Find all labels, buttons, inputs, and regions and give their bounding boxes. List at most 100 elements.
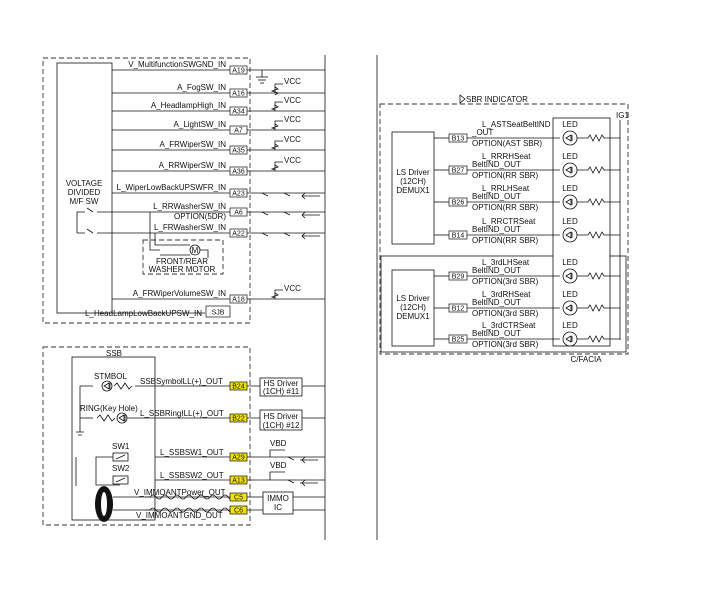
sbr-signal-3: L_RRLHSeat [482,184,530,193]
sbr-pin-5: B29 [452,274,465,281]
pin-a6: A6 [229,207,248,217]
washer-motor: M FRONT/REAR WASHER MOTOR [142,212,224,275]
stmbol-led: STMBOL [94,372,133,392]
ground-symbol [256,70,268,84]
signal-multifunction-gnd: V_MultifunctionSWGND_IN [128,60,226,69]
sbr-signal-suffix-6: BeltIND_OUT [472,298,521,307]
signal-fr-washer-sw: L_FRWasherSW_IN [154,223,226,232]
ssb-boundary [42,346,251,526]
sbr-signal-suffix-1: _OUT [471,128,493,137]
hs-driver-11: HS Driver (1CH) #11 [259,377,303,397]
led-label-1: LED [562,120,578,129]
led-label-5: LED [562,258,578,267]
vcc-pullup-2: VCC [270,96,301,111]
resistor-icon-2 [577,166,620,174]
signal-rr-wiper-sw: A_RRWiperSW_IN [159,161,227,170]
svg-text:IMMO: IMMO [267,494,289,503]
sbr-signal-5: L_3rdLHSeat [482,258,530,267]
resistor-icon-4 [577,231,620,239]
led-label-6: LED [562,290,578,299]
sbr-pin-3: B26 [452,200,465,207]
sbr-signal-suffix-3: BeltIND_OUT [472,192,521,201]
vbd-pullup-2: VBD [269,461,318,487]
signal-fr-wiper-sw: A_FRWiperSW_IN [159,140,226,149]
svg-text:DEMUX1: DEMUX1 [396,186,430,195]
driver-arrows-top [261,192,320,240]
svg-text:IC: IC [274,503,282,512]
sbr-signal-suffix-7: BeltIND_OUT [472,329,521,338]
pin-c5: C5 [229,492,248,502]
led-label-2: LED [562,152,578,161]
led-label-4: LED [562,217,578,226]
motor-symbol: M [192,246,199,255]
svg-text:C5: C5 [234,495,243,502]
resistor-icon-3 [577,198,620,206]
pin-b22: B22 [229,413,248,423]
module-label-line2: DIVIDED [68,188,101,197]
module-label-line1: VOLTAGE [66,179,103,188]
signal-light-sw: A_LightSW_IN [174,120,227,129]
signal-immo-power: V_IMMOANTPower_OUT [134,488,226,497]
facia-label: C/FACIA [570,355,602,364]
sbr-signal-2: L_RRRHSeat [482,152,531,161]
sbr-option-3: OPTION(RR SBR) [472,203,539,212]
signal-fog-sw: A_FogSW_IN [177,83,226,92]
pin-b24: B24 [229,381,248,391]
immo-ic: IMMO IC [262,491,294,515]
pin-c6: C6 [229,505,248,515]
svg-text:VCC: VCC [284,115,301,124]
svg-text:VBD: VBD [270,439,287,448]
sbr-arrow-icon [459,94,466,104]
resistor-icon-7 [577,335,620,343]
svg-text:A13: A13 [232,478,245,485]
signal-rr-washer-sw: L_RRWasherSW_IN [153,202,226,211]
pin-a18: A18 [229,294,248,304]
pin-a29: A29 [229,452,248,462]
svg-text:A36: A36 [232,169,245,176]
pin-a7: A7 [229,125,248,135]
signal-headlamp-low-backup: L_HeadLampLowBackUPSW_IN [85,309,202,318]
svg-text:HS Driver: HS Driver [264,379,299,388]
pin-a16: A16 [229,88,248,98]
svg-text:B22: B22 [232,416,245,423]
signal-ssb-ring: L_SSBRingILL(+)_OUT [140,409,224,418]
pin-a19: A19 [229,65,248,75]
sw1-contact [115,454,126,460]
svg-text:A16: A16 [232,91,245,98]
sbr-signal-6: L_3rdRHSeat [482,290,531,299]
svg-text:A19: A19 [232,68,245,75]
sbr-pin-4: B14 [452,233,465,240]
svg-text:C6: C6 [234,508,243,515]
svg-text:(12CH): (12CH) [400,303,426,312]
svg-text:DEMUX1: DEMUX1 [396,312,430,321]
signal-immo-gnd: V_IMMOANTGND_OUT [136,511,223,520]
pin-sjb: SJB [205,305,231,318]
svg-text:A18: A18 [232,297,245,304]
sbr-pin-2: B27 [452,168,465,175]
ig1-label: IG1 [616,111,629,120]
sbr-option-1: OPTION(AST SBR) [472,139,542,148]
svg-text:VCC: VCC [284,284,301,293]
signal-ssb-symbol: SSBSymbolLL(+)_OUT [140,377,223,386]
vcc-pullup-5: VCC [270,156,301,171]
svg-text:(1CH) #11: (1CH) #11 [263,387,300,396]
led-label-7: LED [562,321,578,330]
sbr-option-2: OPTION(RR SBR) [472,171,539,180]
svg-text:A22: A22 [232,231,245,238]
pin-a22: A22 [229,228,248,238]
sw1-label: SW1 [112,442,130,451]
ssb-block: SSB STMBOL RING(Key Hole) SW1 [42,346,325,526]
svg-text:A35: A35 [232,148,245,155]
sbr-signal-4: L_RRCTRSeat [482,217,536,226]
vcc-pullup-6: VCC [270,284,301,299]
ls-driver-1: LS Driver (12CH) DEMUX1 [391,131,435,245]
svg-text:VCC: VCC [284,96,301,105]
signal-fr-wiper-volume: A_FRWiperVolumeSW_IN [133,289,226,298]
svg-text:VBD: VBD [270,461,287,470]
sbr-title: SBR INDICATOR [466,95,528,104]
